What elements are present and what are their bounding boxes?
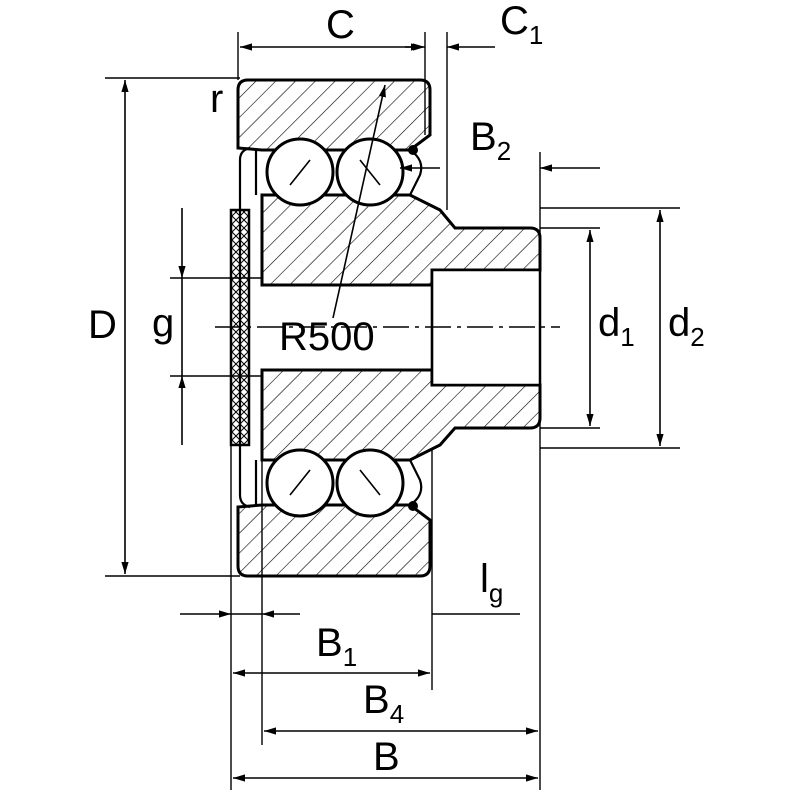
label-r: r [210, 77, 223, 121]
outer-ring-top [236, 78, 432, 152]
label-lg: lg [480, 557, 503, 608]
r500-leader [332, 84, 386, 319]
rolling-elements [265, 137, 405, 518]
label-B4: B4 [363, 678, 404, 729]
label-D: D [88, 303, 117, 347]
label-R500: R500 [279, 315, 375, 359]
labels: C C1 r B2 D g R500 d1 d2 lg B1 B4 B [88, 0, 705, 779]
outer-ring-bottom [236, 503, 432, 578]
label-B1: B1 [316, 621, 357, 672]
label-g: g [152, 301, 174, 345]
label-B2: B2 [470, 115, 511, 166]
label-d2: d2 [668, 301, 705, 352]
dimension-lines [121, 43, 664, 782]
extension-lines [105, 32, 680, 790]
label-d1: d1 [598, 301, 635, 352]
label-C: C [326, 3, 355, 47]
label-C1: C1 [500, 0, 543, 50]
label-B: B [373, 735, 400, 779]
